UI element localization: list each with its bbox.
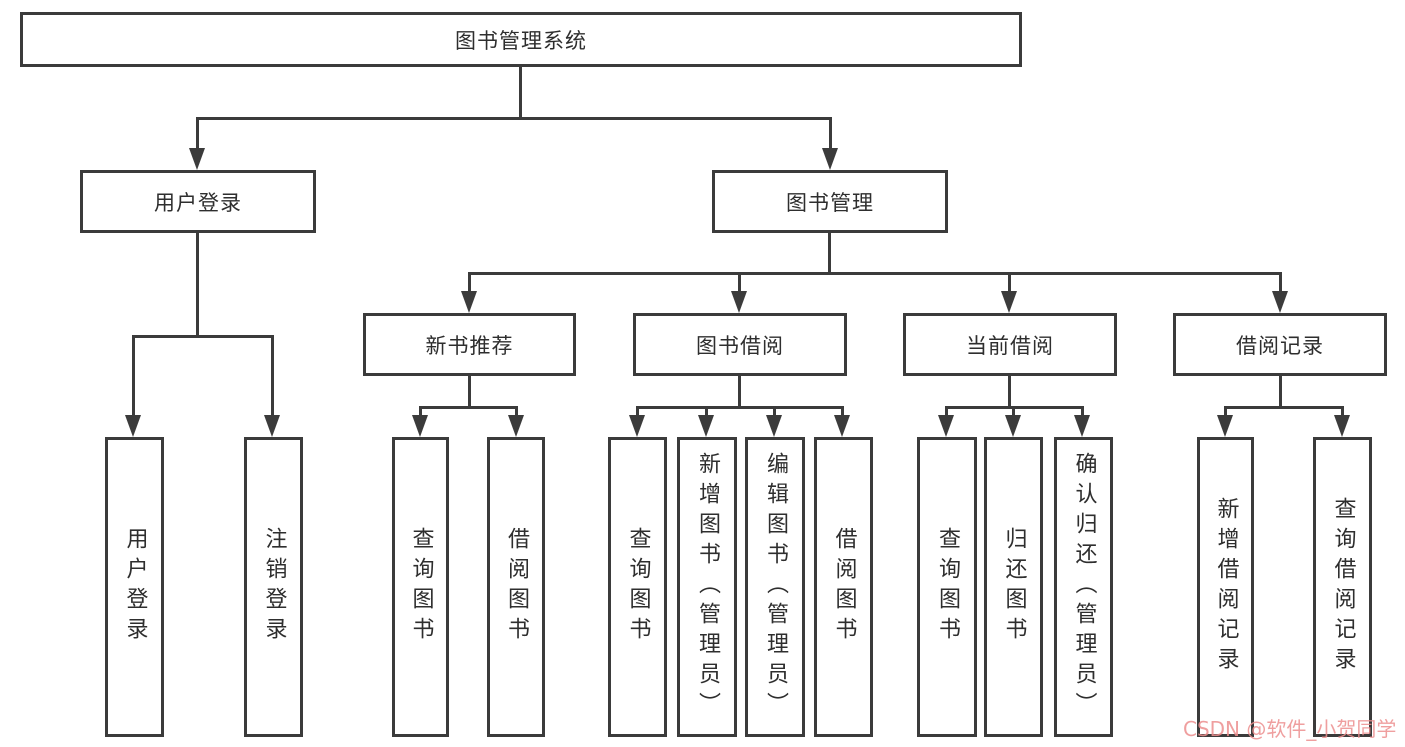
- node-label: 注销登录: [261, 527, 287, 647]
- csdn-watermark: CSDN @软件_小贺同学: [1183, 717, 1397, 741]
- node-leaf-query-borrow-record: 查询借阅记录: [1313, 437, 1372, 737]
- connector-line: [773, 406, 776, 415]
- node-leaf-edit-books-admin: 编辑图书（管理员）: [745, 437, 805, 737]
- node-label: 查询借阅记录: [1330, 497, 1356, 677]
- node-label: 查询图书: [408, 527, 434, 647]
- arrow-down-icon: [1217, 415, 1233, 437]
- connector-line: [636, 406, 639, 415]
- arrow-down-icon: [1334, 415, 1350, 437]
- connector-line: [829, 117, 832, 150]
- node-root: 图书管理系统: [20, 12, 1022, 67]
- arrow-down-icon: [461, 291, 477, 313]
- arrow-down-icon: [629, 415, 645, 437]
- arrow-down-icon: [1001, 291, 1017, 313]
- arrow-down-icon: [766, 415, 782, 437]
- connector-line: [468, 272, 471, 291]
- node-leaf-query-books-borrow: 查询图书: [608, 437, 667, 737]
- connector-line: [1224, 406, 1227, 415]
- connector-line: [738, 376, 741, 406]
- connector-line: [1279, 376, 1282, 406]
- connector-line: [945, 406, 948, 415]
- node-label: 确认归还（管理员）: [1071, 452, 1097, 722]
- node-leaf-borrow-books-recommend: 借阅图书: [487, 437, 545, 737]
- node-leaf-return-books: 归还图书: [984, 437, 1043, 737]
- connector-line: [196, 117, 199, 150]
- node-label: 用户登录: [122, 527, 148, 647]
- node-borrow-record: 借阅记录: [1173, 313, 1387, 376]
- node-leaf-borrow-books: 借阅图书: [814, 437, 873, 737]
- node-label: 图书借阅: [696, 333, 784, 358]
- connector-line: [1341, 406, 1344, 415]
- node-label: 当前借阅: [966, 333, 1054, 358]
- node-label: 编辑图书（管理员）: [763, 452, 788, 722]
- node-label: 新书推荐: [425, 333, 514, 358]
- connector-line: [1279, 272, 1282, 291]
- node-book-management: 图书管理: [712, 170, 948, 233]
- node-label: 借阅图书: [831, 527, 857, 647]
- connector-line: [1012, 406, 1015, 415]
- node-label: 新增图书（管理员）: [695, 452, 720, 722]
- node-label: 查询图书: [935, 527, 960, 647]
- node-label: 借阅记录: [1236, 333, 1324, 358]
- node-new-book-recommend: 新书推荐: [363, 313, 576, 376]
- connector-line: [1224, 406, 1343, 409]
- connector-line: [468, 272, 1282, 275]
- arrow-down-icon: [125, 415, 141, 437]
- arrow-down-icon: [834, 415, 850, 437]
- node-leaf-query-books-recommend: 查询图书: [392, 437, 449, 737]
- connector-line: [419, 406, 518, 409]
- connector-line: [1081, 406, 1084, 415]
- node-book-borrow: 图书借阅: [633, 313, 847, 376]
- node-leaf-add-borrow-record: 新增借阅记录: [1197, 437, 1254, 737]
- connector-line: [636, 406, 844, 409]
- arrow-down-icon: [938, 415, 954, 437]
- arrow-down-icon: [1272, 291, 1288, 313]
- node-label: 归还图书: [1001, 527, 1027, 647]
- node-leaf-add-books-admin: 新增图书（管理员）: [677, 437, 737, 737]
- connector-line: [841, 406, 844, 415]
- node-label: 图书管理系统: [455, 28, 587, 53]
- arrow-down-icon: [1005, 415, 1021, 437]
- node-label: 图书管理: [786, 190, 874, 215]
- node-leaf-user-login: 用户登录: [105, 437, 164, 737]
- connector-line: [468, 376, 471, 406]
- connector-line: [705, 406, 708, 415]
- connector-line: [828, 233, 831, 272]
- connector-line: [196, 233, 199, 335]
- arrow-down-icon: [508, 415, 524, 437]
- connector-line: [271, 335, 274, 415]
- connector-line: [515, 406, 518, 415]
- node-current-borrow: 当前借阅: [903, 313, 1117, 376]
- connector-line: [519, 67, 522, 118]
- node-label: 借阅图书: [504, 527, 529, 647]
- arrow-down-icon: [189, 148, 205, 170]
- connector-line: [132, 335, 274, 338]
- connector-line: [738, 272, 741, 291]
- node-leaf-confirm-return-admin: 确认归还（管理员）: [1054, 437, 1113, 737]
- arrow-down-icon: [731, 291, 747, 313]
- node-user-login: 用户登录: [80, 170, 316, 233]
- connector-line: [1008, 272, 1011, 291]
- connector-line: [1008, 376, 1011, 406]
- arrow-down-icon: [264, 415, 280, 437]
- node-label: 查询图书: [625, 527, 651, 647]
- arrow-down-icon: [412, 415, 428, 437]
- arrow-down-icon: [822, 148, 838, 170]
- node-leaf-query-books-current: 查询图书: [917, 437, 977, 737]
- arrow-down-icon: [1074, 415, 1090, 437]
- connector-line: [419, 406, 422, 415]
- connector-line: [196, 117, 832, 120]
- node-leaf-logout-login: 注销登录: [244, 437, 303, 737]
- arrow-down-icon: [698, 415, 714, 437]
- connector-line: [132, 335, 135, 415]
- node-label: 新增借阅记录: [1213, 497, 1239, 677]
- node-label: 用户登录: [154, 190, 242, 215]
